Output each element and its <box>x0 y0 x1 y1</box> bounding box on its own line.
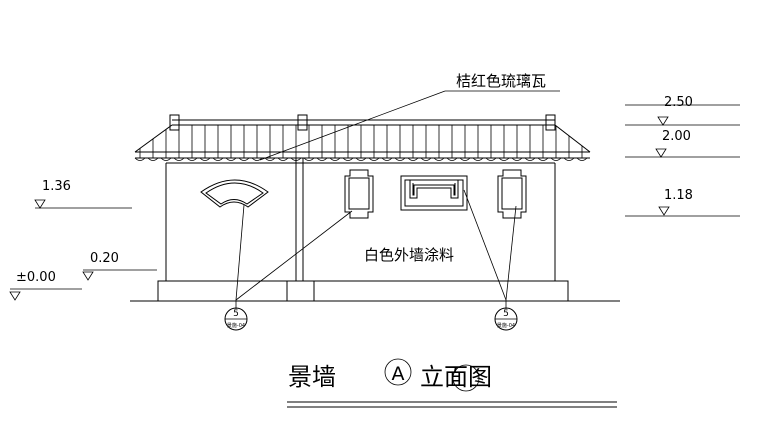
elevation-1-36-text: 1.36 <box>42 179 71 194</box>
callout-left-ref: 景施-04 <box>227 322 245 329</box>
wall-body <box>165 158 556 282</box>
callout-left: 5 景施-04 <box>224 307 248 331</box>
elevation-mark-0-20: 0.20 <box>82 251 157 281</box>
elevation-mark-2-50: 2.50 <box>625 95 740 126</box>
elevation-mark-2-00: 2.00 <box>625 129 740 158</box>
elevation-2-50-text: 2.50 <box>664 95 693 110</box>
left-window <box>344 169 374 219</box>
roof-tile-label: 桔红色琉璃瓦 <box>456 72 546 90</box>
center-window <box>400 175 468 211</box>
callout-right-ref: 景施-04 <box>497 322 515 329</box>
callout-right-number: 5 <box>503 309 509 319</box>
elevation-0-20-text: 0.20 <box>90 251 119 266</box>
title-suffix: 立面图 <box>420 363 492 391</box>
tiled-roof <box>134 114 591 164</box>
elevation-0-00-text: ±0.00 <box>16 270 56 285</box>
elevation-mark-0-00: ±0.00 <box>9 270 82 301</box>
fan-window <box>200 179 269 208</box>
elevation-2-00-text: 2.00 <box>662 129 691 144</box>
title-name: 景墙 <box>288 363 336 391</box>
title-circle-letter: A <box>392 363 405 385</box>
callout-left-number: 5 <box>233 309 239 319</box>
roof-label-leader <box>259 90 560 161</box>
leader-lines <box>235 189 517 309</box>
callout-right: 5 景施-04 <box>494 307 518 331</box>
elevation-mark-1-18: 1.18 <box>625 188 740 217</box>
drawing-title: 景墙 A 立面图 <box>287 358 617 408</box>
wall-paint-label: 白色外墙涂料 <box>364 246 454 264</box>
elevation-1-18-text: 1.18 <box>664 188 693 203</box>
right-window <box>497 169 527 219</box>
elevation-mark-1-36: 1.36 <box>34 179 132 209</box>
